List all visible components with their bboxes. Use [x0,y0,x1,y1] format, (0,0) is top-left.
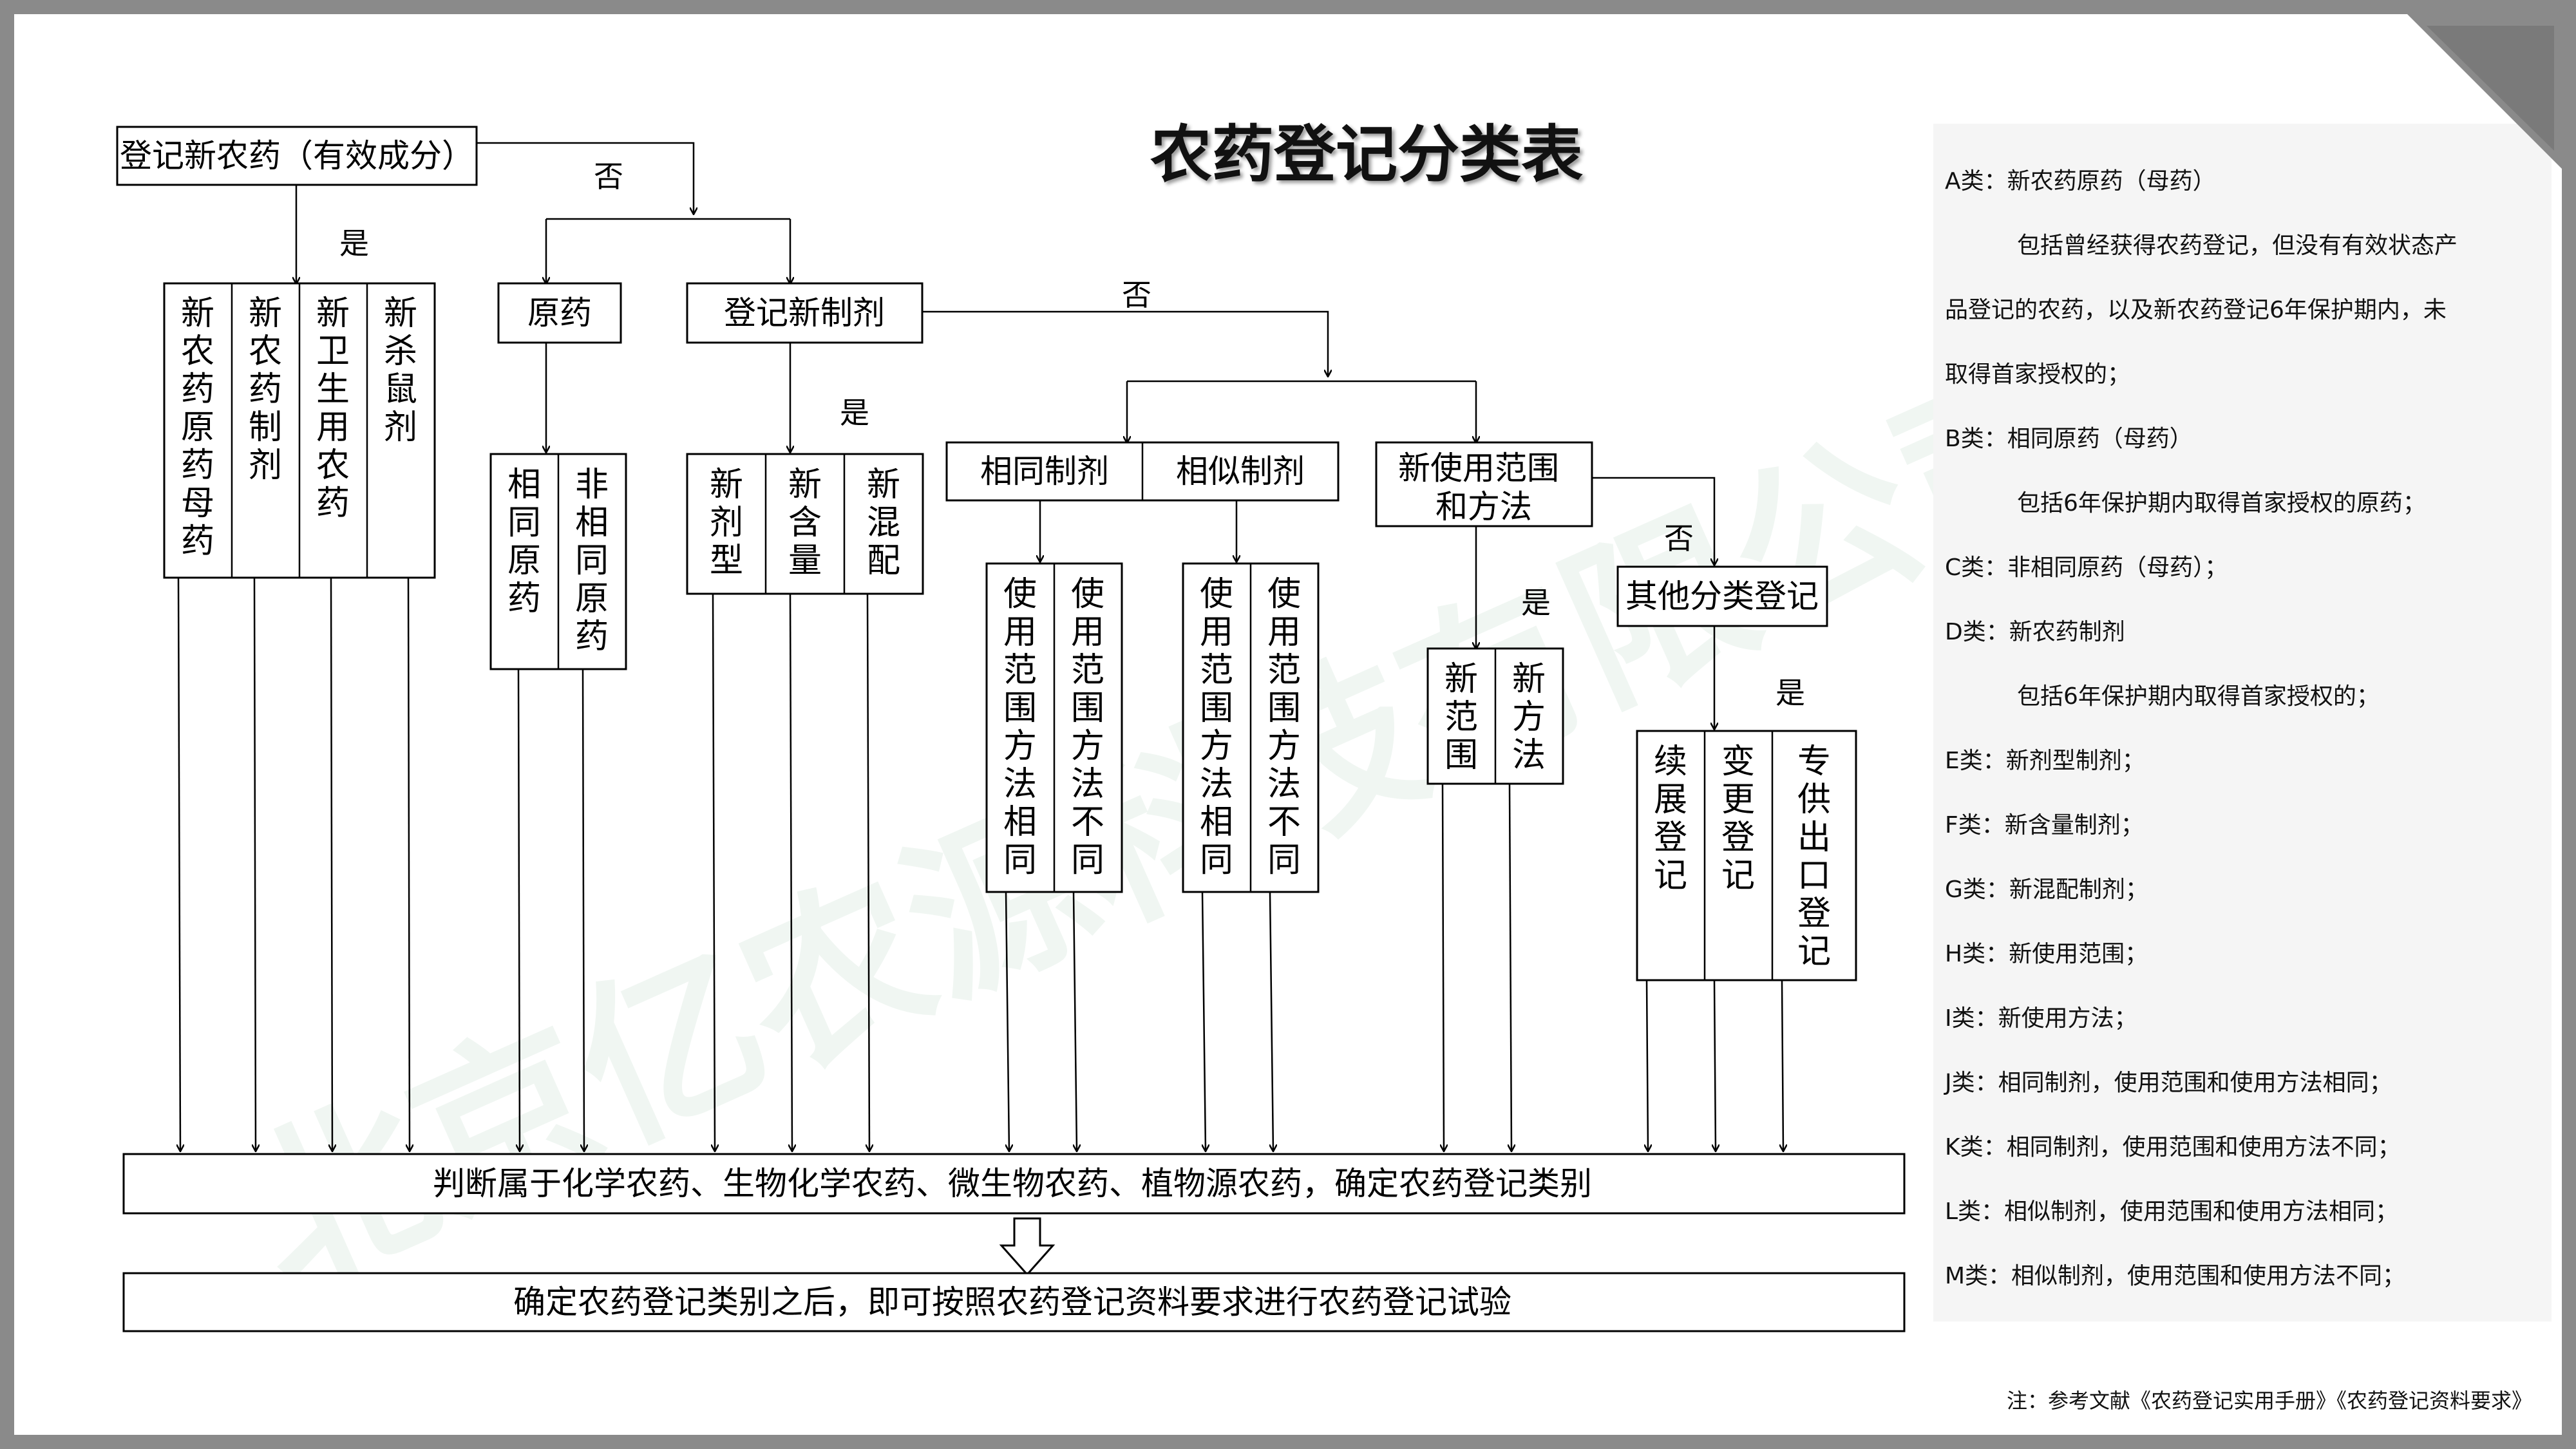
box-same-similar: 相同制剂 相似制剂 [945,441,1340,502]
box-top: 登记新农药（有效成分） [116,126,478,186]
same-formulation-label: 相同制剂 [980,453,1109,490]
similar-formulation-label: 相似制剂 [1176,453,1305,490]
vertical-label: 新农药制剂 [249,294,282,485]
tech-label: 原药 [527,294,592,332]
legend-line: 品登记的农药，以及新农药登记6年保护期内，未 [1945,297,2447,323]
legend-line: J类：相同制剂，使用范围和使用方法相同； [1945,1070,2392,1096]
box-same-types: 使用范围方法相同 使用范围方法不同 [985,562,1123,893]
vertical-label: 使用范围方法相同 [1200,575,1233,880]
box-new-formulation: 登记新制剂 [686,282,923,344]
legend-line: M类：相似制剂，使用范围和使用方法不同； [1945,1263,2406,1289]
connector-lines [178,142,1783,1151]
new-formulation-label: 登记新制剂 [724,294,885,332]
final-label: 确定农药登记类别之后，即可按照农药登记资料要求进行农药登记试验 [513,1283,1511,1321]
box-other: 其他分类登记 [1616,565,1828,627]
legend-line: C类：非相同原药（母药）； [1945,554,2228,581]
box-new-scope: 新使用范围 和方法 [1375,441,1593,527]
vertical-label: 新卫生用农药 [316,294,350,523]
top-label: 登记新农药（有效成分） [120,137,474,175]
vertical-label: 使用范围方法相同 [1003,575,1037,880]
vertical-label: 新农药原药母药 [181,294,214,561]
reference-note: 注：参考文献《农药登记实用手册》《农药登记资料要求》 [2006,1388,2532,1413]
legend-line: 包括6年保护期内取得首家授权的； [2017,683,2380,710]
page-curl-corner [2407,14,2562,169]
legend-line: L类：相似制剂，使用范围和使用方法相同； [1945,1198,2399,1225]
judge-label: 判断属于化学农药、生物化学农药、微生物农药、植物源农药，确定农药登记类别 [433,1165,1592,1202]
hollow-down-arrow [999,1217,1056,1276]
box-new-pesticide-types: 新农药原药母药 新农药制剂 新卫生用农药 新杀鼠剂 [163,282,436,579]
box-tech: 原药 [497,282,622,344]
vertical-label: 新范围 [1444,660,1478,775]
legend-line: H类：新使用范围； [1945,941,2148,967]
page: 北京亿农源科技有限公司 [14,14,2562,1435]
vertical-label: 专供出口登记 [1797,743,1831,971]
no-label-1: 否 [594,159,623,194]
other-label: 其他分类登记 [1625,578,1819,615]
yes-label-2: 是 [840,395,869,430]
legend-line: F类：新含量制剂； [1945,812,2144,838]
box-judge: 判断属于化学农药、生物化学农药、微生物农药、植物源农药，确定农药登记类别 [122,1153,1906,1215]
vertical-label: 续展登记 [1654,743,1687,895]
legend-line: G类：新混配制剂； [1945,876,2148,903]
vertical-label: 新方法 [1512,660,1546,775]
vertical-label: 使用范围方法不同 [1267,575,1301,880]
vertical-label: 新混配 [867,466,900,580]
legend-line: A类：新农药原药（母药） [1945,168,2216,194]
box-new-scope-types: 新范围 新方法 [1426,647,1564,785]
no-label-3: 否 [1664,521,1694,556]
legend-line: I类：新使用方法； [1945,1005,2137,1032]
legend-line: B类：相同原药（母药） [1945,426,2193,452]
legend-line: D类：新农药制剂 [1945,619,2125,645]
vertical-label: 新杀鼠剂 [384,294,417,447]
vertical-label: 相同原药 [507,466,541,618]
legend-line: 包括曾经获得农药登记，但没有有效状态产 [2017,232,2458,259]
new-scope-label: 新使用范围 和方法 [1398,450,1569,526]
box-tech-types: 相同原药 非相同原药 [489,453,627,670]
box-other-types: 续展登记 变更登记 专供出口登记 [1636,730,1857,981]
page-title: 农药登记分类表 [1150,118,1583,191]
yes-label-3: 是 [1521,585,1551,620]
flowchart: 北京亿农源科技有限公司 [116,126,2114,1332]
legend-line: E类：新剂型制剂； [1945,748,2145,774]
legend-line: K类：相同制剂，使用范围和使用方法不同； [1945,1134,2401,1160]
no-label-2: 否 [1122,278,1151,312]
vertical-label: 非相同原药 [575,466,609,656]
vertical-label: 新剂型 [710,466,743,580]
legend-line: 取得首家授权的； [1945,361,2131,388]
box-formulation-types: 新剂型 新含量 新混配 [686,453,924,595]
yes-label-1: 是 [339,226,369,261]
box-similar-types: 使用范围方法相同 使用范围方法不同 [1182,562,1320,893]
legend-panel: A类：新农药原药（母药） 包括曾经获得农药登记，但没有有效状态产品登记的农药，以及… [1933,124,2552,1321]
vertical-label: 变更登记 [1721,743,1755,895]
box-final: 确定农药登记类别之后，即可按照农药登记资料要求进行农药登记试验 [122,1272,1906,1332]
legend-line: 包括6年保护期内取得首家授权的原药； [2017,490,2426,516]
vertical-label: 使用范围方法不同 [1071,575,1104,880]
vertical-label: 新含量 [788,466,822,580]
yes-label-4: 是 [1776,676,1805,710]
